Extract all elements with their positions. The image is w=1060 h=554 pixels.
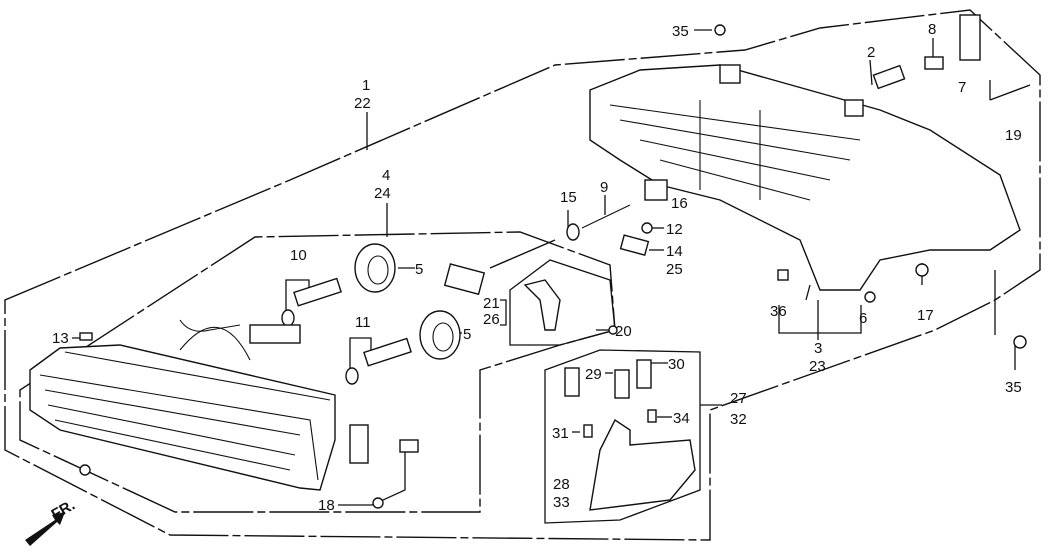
connector-cover <box>249 324 301 344</box>
direction-label: FR. <box>49 497 78 524</box>
screw-12 <box>641 222 653 234</box>
callout: 26 <box>483 311 500 328</box>
bolt-19 <box>989 84 1031 101</box>
clip <box>399 439 419 453</box>
callout: 22 <box>354 95 371 112</box>
socket-left <box>614 369 630 399</box>
callout: 31 <box>552 425 569 442</box>
callout-labels: 1 22 4 24 10 5 11 5 13 18 21 26 20 15 9 … <box>52 21 1022 514</box>
callout: 28 <box>553 476 570 493</box>
bracket-group-box <box>509 259 616 346</box>
socket-29 <box>564 367 580 397</box>
callout: 30 <box>668 356 685 373</box>
callout: 12 <box>666 221 683 238</box>
bracket-21 <box>523 279 561 331</box>
callout: 25 <box>666 261 683 278</box>
callout: 20 <box>615 323 632 340</box>
callout: 19 <box>1005 127 1022 144</box>
clip-lower <box>79 464 91 476</box>
corner-light-lens <box>589 418 696 511</box>
clip-14 <box>619 234 650 256</box>
callout: 32 <box>730 411 747 428</box>
callout: 34 <box>673 410 690 427</box>
clip-31 <box>583 424 593 438</box>
callout: 3 <box>814 340 822 357</box>
bulb-11 <box>345 337 412 385</box>
wire-harness <box>179 319 241 332</box>
callout: 36 <box>770 303 787 320</box>
callout: 8 <box>928 21 936 38</box>
screw-20 <box>608 325 618 335</box>
callout: 23 <box>809 358 826 375</box>
callout: 16 <box>671 195 688 212</box>
callout: 27 <box>730 390 747 407</box>
leveling-actuator <box>443 263 486 296</box>
callout: 4 <box>382 167 390 184</box>
callout: 17 <box>917 307 934 324</box>
nut-36 <box>777 269 789 281</box>
bulb-socket-cover-5b <box>419 310 461 360</box>
callout: 2 <box>867 44 875 61</box>
front-direction-arrow-icon <box>25 512 65 546</box>
bracket-7 <box>959 14 981 61</box>
motor-2 <box>872 64 906 90</box>
assembly-boundary-outer <box>4 9 1041 541</box>
clip-34 <box>647 409 657 423</box>
callout: 1 <box>362 77 370 94</box>
spring-9 <box>581 204 631 229</box>
callout: 6 <box>859 310 867 327</box>
headlight-mount-frame <box>589 64 1021 291</box>
nut-15 <box>566 223 580 241</box>
callout: 18 <box>318 497 335 514</box>
callout: 29 <box>585 366 602 383</box>
callout: 13 <box>52 330 69 347</box>
callout: 14 <box>666 243 683 260</box>
callout: 10 <box>290 247 307 264</box>
bulb-10 <box>281 277 342 327</box>
retainer-16 <box>644 179 668 201</box>
nut-17 <box>915 263 929 277</box>
callout: 11 <box>355 314 371 331</box>
leader-lines <box>72 29 1016 506</box>
headlight-housing <box>29 326 336 491</box>
callout: 15 <box>560 189 577 206</box>
bulb-8 <box>924 56 944 70</box>
callout: 35 <box>672 23 689 40</box>
clip-13 <box>79 332 93 341</box>
adjuster-screw <box>489 239 556 269</box>
corner-light-group-box <box>544 349 701 524</box>
bulb-socket-cover-5a <box>354 243 396 293</box>
callout: 21 <box>483 295 500 312</box>
callout: 33 <box>553 494 570 511</box>
callout: 35 <box>1005 379 1022 396</box>
nut-6 <box>864 291 876 303</box>
callout: 7 <box>958 79 966 96</box>
bolt-18 <box>372 497 384 509</box>
callout: 5 <box>415 261 423 278</box>
bolt-35-bottom <box>1013 335 1027 349</box>
callout: 5 <box>463 326 471 343</box>
callout: 9 <box>600 179 608 196</box>
connector <box>349 424 369 464</box>
socket-30 <box>636 359 652 389</box>
bolt-35-top <box>714 24 726 36</box>
callout: 24 <box>374 185 391 202</box>
